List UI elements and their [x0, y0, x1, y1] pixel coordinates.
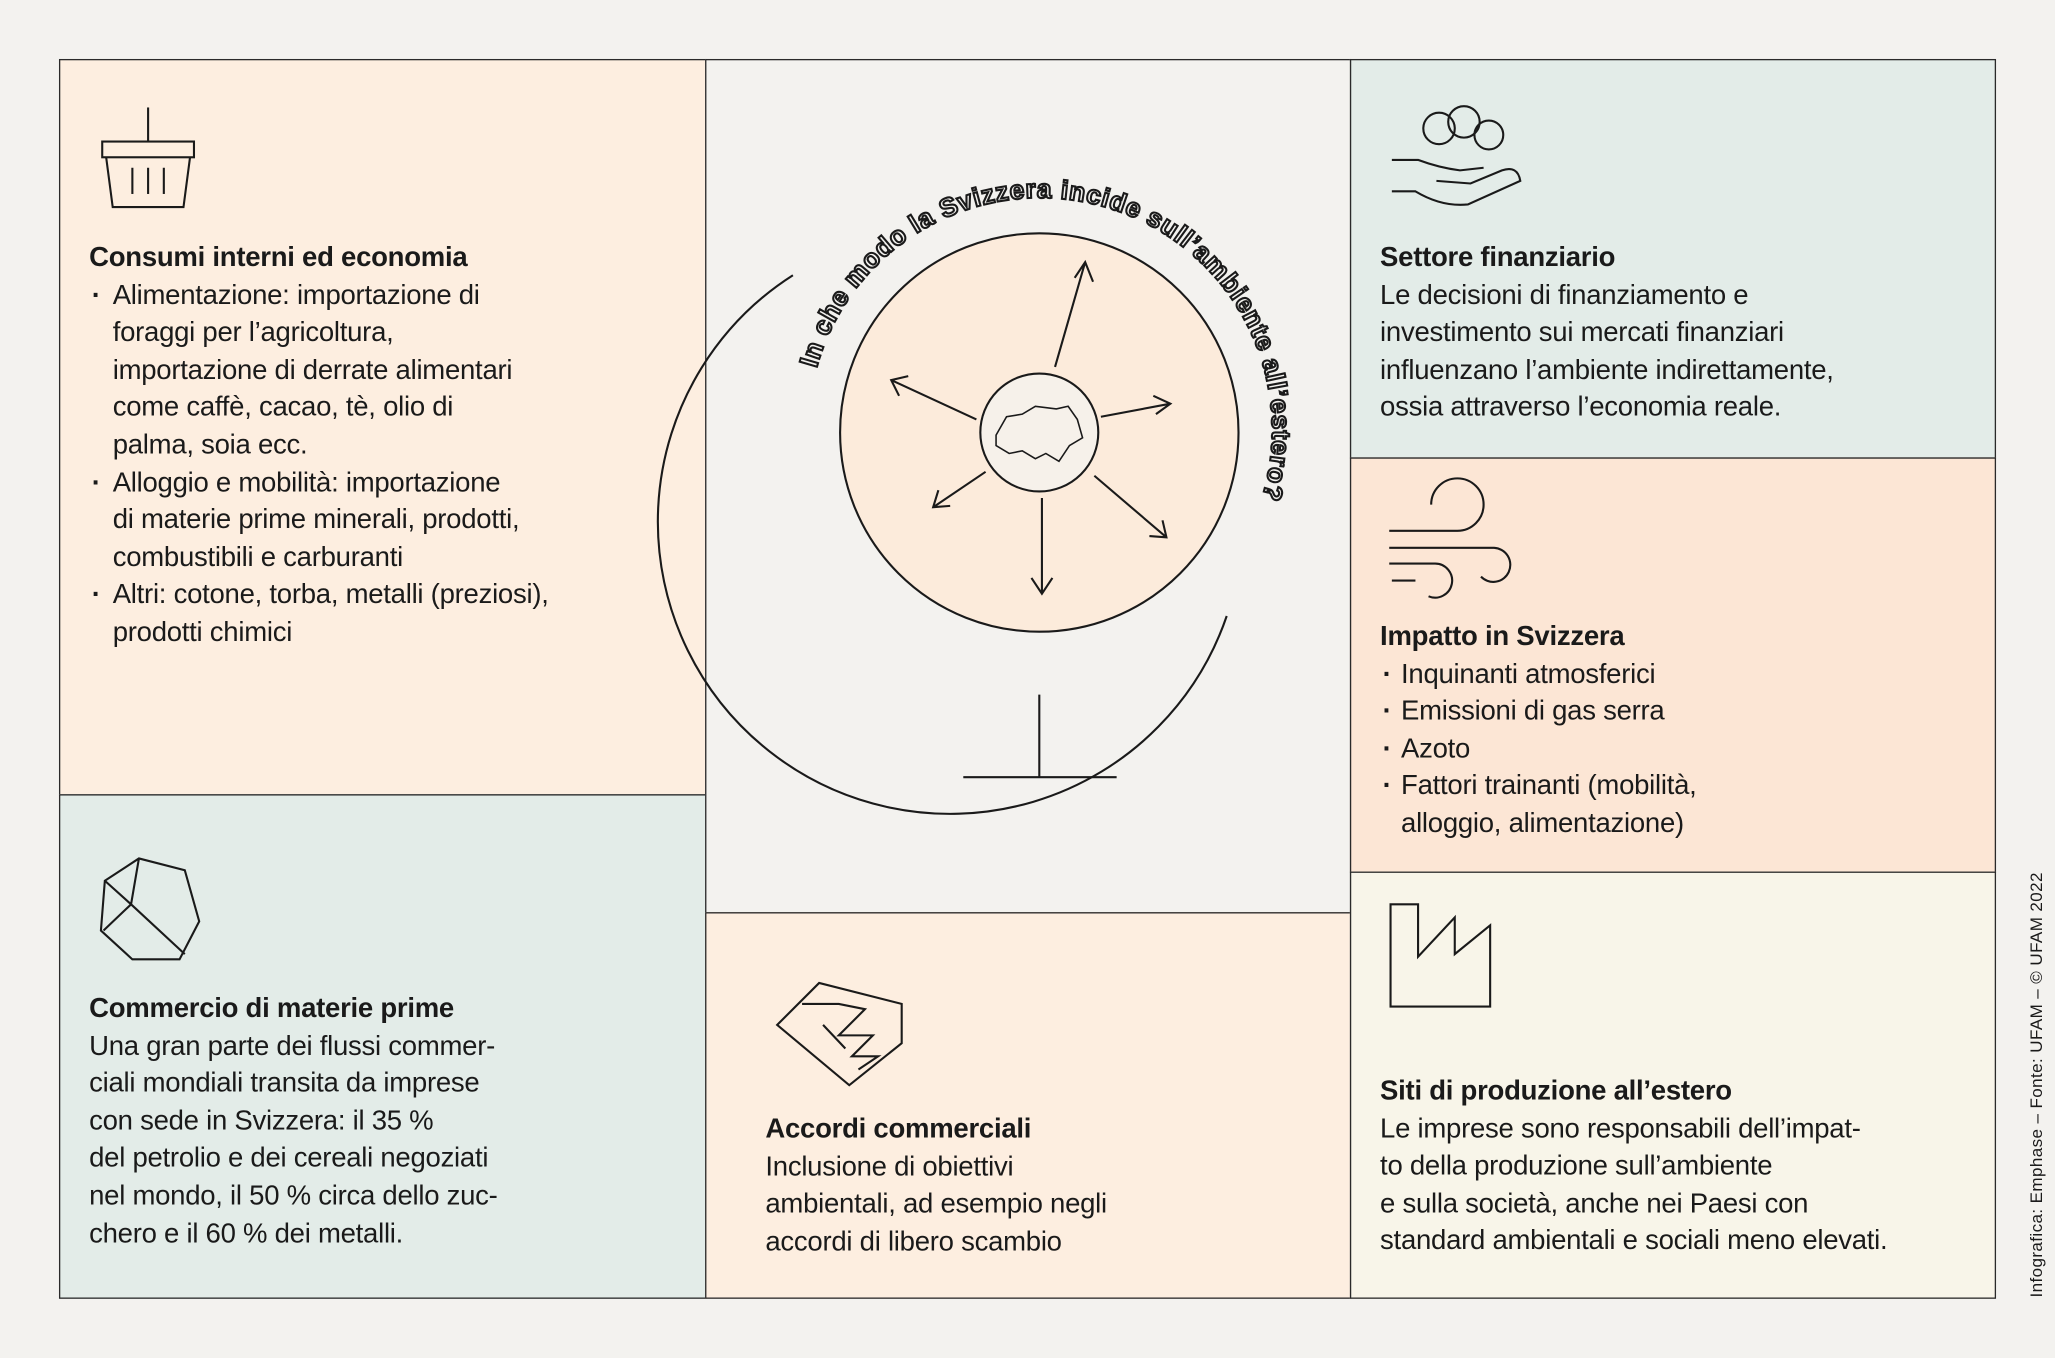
consumi-title: Consumi interni ed economia — [89, 242, 468, 273]
globe-diagram: In che modo la Svizzera incide sull’ambi… — [656, 173, 1297, 815]
hand-coins-icon — [1391, 105, 1522, 206]
bullet-line: Fattori trainanti (mobilità, — [1380, 769, 1697, 806]
consumi-text: Consumi interni ed economia Alimentazion… — [89, 240, 549, 652]
panel-commercio — [58, 794, 707, 1299]
siti-text: Siti di produzione all’estero Le imprese… — [1380, 1073, 1888, 1260]
handshake-icon — [775, 981, 903, 1087]
commercio-title: Commercio di materie prime — [89, 993, 455, 1024]
accordi-title: Accordi commerciali — [765, 1114, 1032, 1145]
commercio-text: Commercio di materie prime Una gran part… — [89, 991, 498, 1253]
bullet-line: Alloggio e mobilità: importazione — [89, 465, 548, 502]
text-line: ambientali, ad esempio negli — [765, 1188, 1107, 1220]
siti-title: Siti di produzione all’estero — [1380, 1076, 1732, 1107]
wind-icon — [1389, 477, 1512, 599]
text-line: to della produzione sull’ambiente — [1380, 1150, 1773, 1182]
text-line: accordi di libero scambio — [765, 1226, 1062, 1257]
bullet-line: prodotti chimici — [112, 617, 293, 648]
text-line: chero e il 60 % dei metalli. — [89, 1218, 404, 1249]
text-line: con sede in Svizzera: il 35 % — [89, 1105, 434, 1137]
bullet-line: foraggi per l’agricoltura, — [112, 317, 394, 348]
text-line: influenzano l’ambiente indirettamente, — [1380, 354, 1834, 386]
arrows — [889, 259, 1173, 596]
basket-icon — [101, 107, 196, 209]
text-line: e sulla società, anche nei Paesi con — [1380, 1188, 1809, 1219]
finanziario-text: Settore finanziario Le decisioni di fina… — [1380, 240, 1834, 427]
bullet-line: palma, soia ecc. — [112, 429, 308, 460]
bullet-line: alloggio, alimentazione) — [1401, 808, 1684, 839]
panel-siti — [1349, 871, 1997, 1299]
panel-consumi — [58, 58, 707, 796]
credit-text: Infografica: Emphase – Fonte: UFAM – © U… — [2026, 872, 2046, 1298]
bullet-line: di materie prime minerali, prodotti, — [112, 504, 520, 535]
text-line: ossia attraverso l’economia reale. — [1380, 392, 1782, 423]
globe-outer-arc — [656, 274, 1228, 815]
text-line: ciali mondiali transita da imprese — [89, 1068, 480, 1099]
text-line: del petrolio e dei cereali negoziati — [89, 1143, 489, 1174]
bullet-line: Emissioni di gas serra — [1380, 694, 1696, 731]
bullet-line: Altri: cotone, torba, metalli (preziosi)… — [89, 577, 549, 614]
factory-icon — [1389, 903, 1492, 1008]
bullet-line: combustibili e carburanti — [112, 542, 403, 573]
finanziario-title: Settore finanziario — [1380, 242, 1616, 273]
globe-stand — [963, 694, 1117, 779]
bullet-line: Azoto — [1380, 731, 1696, 768]
text-line: investimento sui mercati finanziari — [1380, 317, 1784, 348]
bullet-line: Inquinanti atmosferici — [1380, 656, 1696, 693]
text-line: Le imprese sono responsabili dell’impat- — [1380, 1113, 1861, 1144]
bullet-line: come caffè, cacao, tè, olio di — [112, 392, 454, 423]
text-line: Inclusione di obiettivi — [765, 1151, 1014, 1182]
switzerland-map-icon — [995, 405, 1084, 463]
text-line: standard ambientali e sociali meno eleva… — [1380, 1225, 1888, 1257]
impatto-title: Impatto in Svizzera — [1380, 621, 1625, 652]
bullet-line: Alimentazione: importazione di — [89, 277, 548, 314]
impatto-text: Impatto in Svizzera Inquinanti atmosferi… — [1380, 619, 1697, 844]
text-line: Una gran parte dei flussi commer- — [89, 1030, 496, 1062]
bullet-line: importazione di derrate alimentari — [112, 354, 513, 386]
text-line: nel mondo, il 50 % circa dello zuc- — [89, 1180, 498, 1211]
switzerland-circle — [979, 372, 1100, 493]
raw-material-rock-icon — [99, 857, 201, 961]
accordi-text: Accordi commerciali Inclusione di obiett… — [765, 1111, 1107, 1261]
panel-finanziario — [1349, 58, 1997, 459]
text-line: Le decisioni di finanziamento e — [1380, 279, 1749, 311]
panel-accordi — [705, 912, 1352, 1299]
